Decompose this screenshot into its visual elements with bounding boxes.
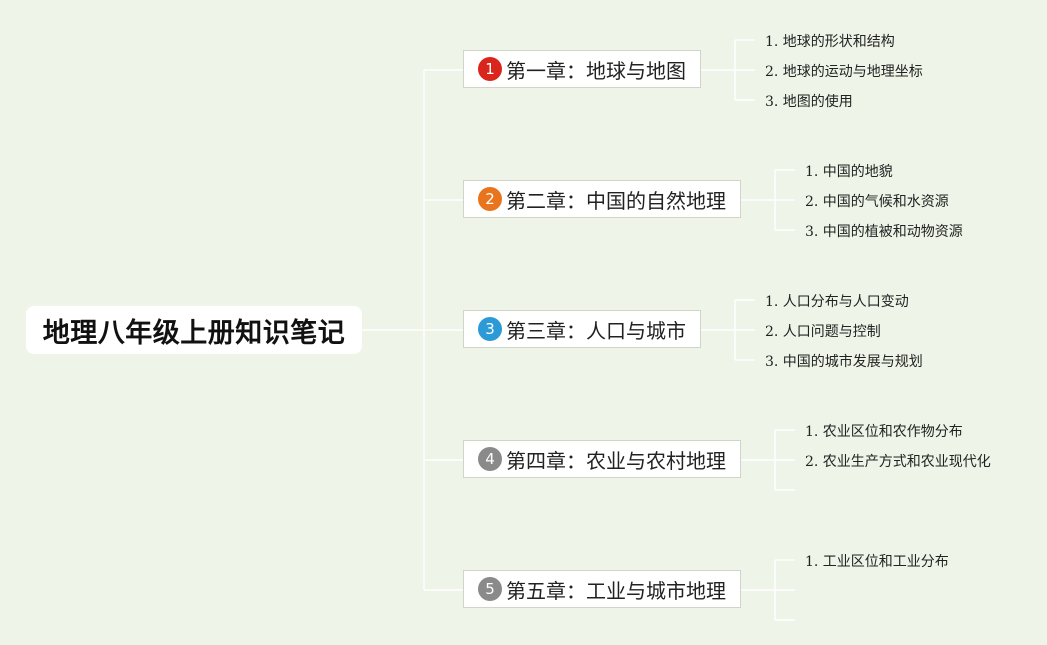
subtopic-item[interactable]: 2. 人口问题与控制: [765, 324, 881, 340]
central-topic[interactable]: 地理八年级上册知识笔记: [26, 306, 362, 354]
chapter-number-badge: 2: [478, 187, 502, 211]
subtopic-item[interactable]: 1. 地球的形状和结构: [765, 34, 895, 50]
subtopic-item[interactable]: 1. 中国的地貌: [805, 164, 893, 180]
chapter-label: 第二章：中国的自然地理: [506, 188, 726, 213]
chapter-label: 第五章：工业与城市地理: [506, 578, 726, 603]
subtopic-item[interactable]: 1. 人口分布与人口变动: [765, 294, 909, 310]
chapter-label: 第一章：地球与地图: [506, 58, 686, 83]
chapter-number-badge: 3: [478, 317, 502, 341]
chapter-label: 第四章：农业与农村地理: [506, 448, 726, 473]
chapter-number-badge: 5: [478, 577, 502, 601]
subtopic-item[interactable]: 2. 农业生产方式和农业现代化: [805, 454, 991, 470]
chapter-number-badge: 1: [478, 57, 502, 81]
chapter-number-badge: 4: [478, 447, 502, 471]
chapter-label: 第三章：人口与城市: [506, 318, 686, 343]
subtopic-item[interactable]: 1. 农业区位和农作物分布: [805, 424, 963, 440]
subtopic-item[interactable]: 2. 地球的运动与地理坐标: [765, 64, 923, 80]
subtopic-item[interactable]: 1. 工业区位和工业分布: [805, 554, 949, 570]
subtopic-item[interactable]: 2. 中国的气候和水资源: [805, 194, 949, 210]
subtopic-item[interactable]: 3. 中国的城市发展与规划: [765, 354, 923, 370]
subtopic-item[interactable]: 3. 中国的植被和动物资源: [805, 224, 963, 240]
subtopic-item[interactable]: 3. 地图的使用: [765, 94, 853, 110]
